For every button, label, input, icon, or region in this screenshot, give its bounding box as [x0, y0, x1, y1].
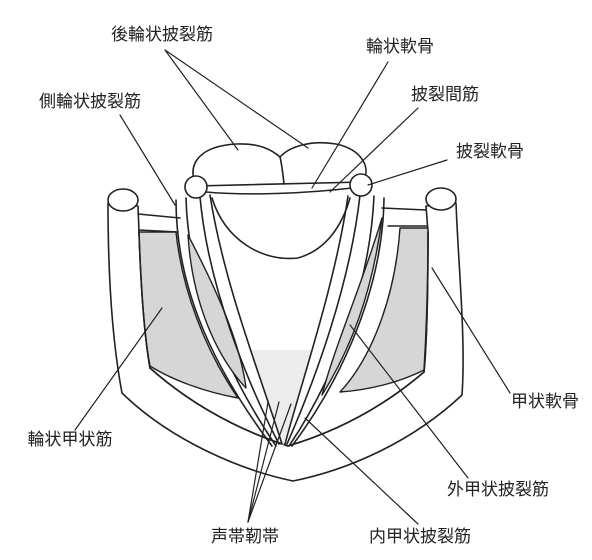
label-arytenoid-cartilage: 披裂軟骨: [456, 142, 524, 162]
label-thyroid-cartilage: 甲状軟骨: [511, 392, 579, 412]
right-fold-line-1: [291, 197, 385, 447]
leader-external-thyroarytenoid: [349, 324, 469, 479]
leader-interarytenoid: [329, 107, 419, 193]
label-cricoid-cartilage: 輪状軟骨: [366, 37, 434, 57]
thyroid-inner-line-left: [138, 231, 151, 369]
left-fold-line-3: [199, 196, 280, 445]
leader-internal-thyroarytenoid: [304, 417, 419, 525]
leader-cricoid-cartilage: [311, 61, 389, 189]
cricoid-lobe-divider: [279, 156, 285, 185]
left-fold-line-1: [175, 199, 273, 447]
leader-lateral-cricoarytenoid: [119, 114, 176, 206]
label-external-thyroarytenoid: 外甲状披裂筋: [447, 480, 549, 500]
label-internal-thyroarytenoid: 内甲状披裂筋: [369, 527, 471, 547]
leader-arytenoid-cartilage: [367, 159, 448, 186]
leader-thyroid-cartilage: [431, 267, 511, 394]
label-interarytenoid: 披裂間筋: [411, 85, 479, 105]
leader-vocal-ligament-1: [247, 401, 269, 523]
thyroid-horn-left: [107, 188, 139, 212]
external-thyroarytenoid-right: [321, 217, 383, 396]
label-lateral-cricoarytenoid: 側輪状披裂筋: [39, 92, 141, 112]
label-posterior-cricoarytenoid: 後輪状披裂筋: [111, 25, 213, 45]
interarytenoid-curve: [211, 197, 351, 260]
leader-vocal-ligament-2: [247, 401, 280, 523]
label-vocal-ligament: 声帯靭帯: [211, 527, 279, 547]
leader-posterior-cricoarytenoid-1: [164, 49, 239, 151]
thyroid-inner-line-right: [423, 231, 429, 373]
right-fold-line-3: [286, 194, 361, 445]
thyroid-horn-right: [425, 187, 457, 211]
external-thyroarytenoid-left: [187, 234, 247, 389]
top-band-right-upper: [381, 207, 427, 211]
label-cricothyroid: 輪状甲状筋: [28, 430, 113, 450]
arytenoid-cartilage-right: [349, 173, 373, 197]
top-band-left-upper: [137, 213, 181, 219]
leader-cricothyroid: [74, 307, 163, 431]
interarytenoid-upper-line: [205, 187, 353, 195]
left-fold-line-4: [209, 194, 283, 445]
leader-posterior-cricoarytenoid-2: [164, 49, 309, 149]
thyroid-inner-bottom: [149, 367, 425, 447]
arytenoid-cartilage-left: [184, 175, 208, 199]
glottis-area: [250, 350, 313, 446]
right-fold-line-4: [284, 195, 349, 445]
leader-vocal-ligament-3: [247, 403, 292, 523]
top-band-left-lower: [138, 229, 179, 233]
